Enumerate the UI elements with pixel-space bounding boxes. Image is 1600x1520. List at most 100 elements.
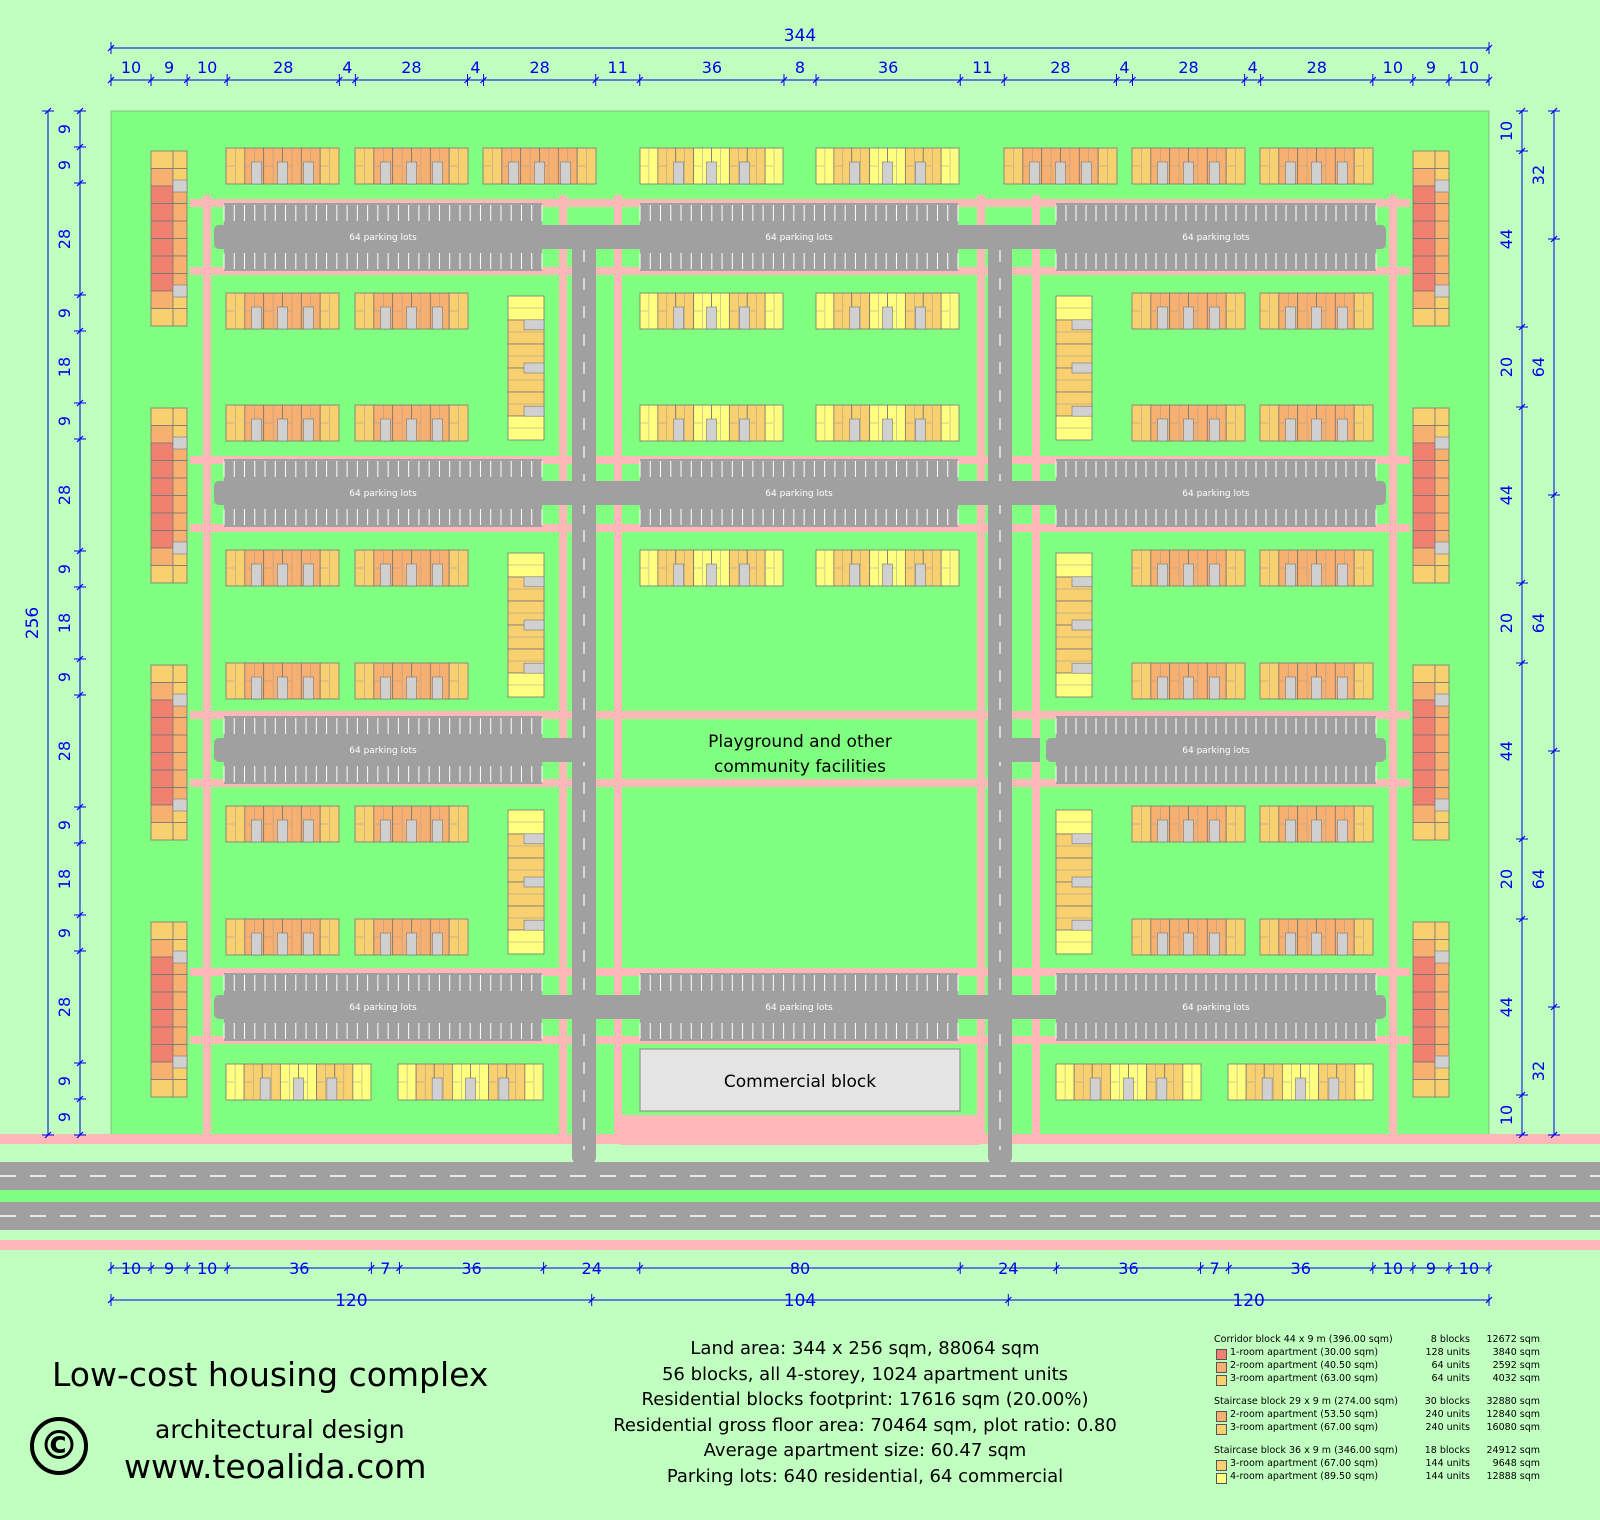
dimension-tick: [1409, 1264, 1417, 1272]
stair-core: [673, 563, 684, 587]
stair-core: [882, 306, 893, 330]
dimension-value: 24: [998, 1259, 1018, 1278]
dimension-tick: [1113, 76, 1120, 84]
dimension-value: 9: [55, 416, 74, 426]
apartment-unit: [150, 530, 174, 549]
apartment-unit: [1434, 769, 1450, 788]
stair-core: [380, 932, 391, 956]
stair-core: [706, 563, 717, 587]
residential-block: [354, 662, 469, 700]
dimension-tick: [956, 1264, 964, 1272]
stat-blocks: 56 blocks, all 4-storey, 1024 apartment …: [661, 1363, 1069, 1385]
stair-core: [915, 563, 926, 587]
dimension-tick: [464, 76, 471, 84]
residential-block: [815, 292, 960, 330]
stair-core: [523, 576, 545, 588]
dimension-value: 9: [55, 1112, 74, 1122]
stair-core: [303, 161, 314, 185]
residential-block: [225, 147, 340, 185]
corridor-block: [1412, 407, 1450, 584]
apartment-unit: [150, 664, 174, 683]
apartment-unit: [150, 717, 174, 736]
parking-aisle: [214, 481, 552, 505]
stair-core: [1081, 161, 1092, 185]
apartment-unit: [150, 273, 174, 292]
legend-count: 64 units: [1431, 1373, 1470, 1384]
dimension-tick: [1445, 1264, 1453, 1272]
dimension-value: 24: [582, 1259, 602, 1278]
legend-swatch: [1216, 1424, 1227, 1435]
dimension-value: 10: [1459, 58, 1479, 77]
dimension-tick: [76, 803, 84, 811]
dimension-tick: [1052, 1264, 1060, 1272]
residential-block: [1055, 809, 1093, 955]
legend-block-row: Staircase block 29 x 9 m (274.00 sqm)30 …: [1214, 1396, 1540, 1409]
stair-core: [1029, 161, 1040, 185]
legend-name: Corridor block 44 x 9 m (396.00 sqm): [1214, 1334, 1393, 1345]
parking-aisle: [1046, 225, 1386, 249]
parking-label: 64 parking lots: [765, 489, 833, 499]
community-label-line2: community facilities: [714, 757, 886, 777]
dimension-tick: [812, 76, 820, 84]
apartment-unit: [150, 220, 174, 239]
dimension-value: 36: [878, 58, 898, 77]
apartment-unit: [172, 1009, 188, 1028]
legend-count: 144 units: [1425, 1458, 1470, 1469]
dimension-value: 18: [55, 869, 74, 889]
stair-core: [432, 161, 443, 185]
residential-block: [1131, 404, 1246, 442]
road-link: [545, 738, 595, 762]
dimension-tick: [1518, 1091, 1526, 1099]
apartment-unit: [172, 477, 188, 496]
stair-core: [523, 833, 545, 845]
dimension-value: 36: [1291, 1259, 1311, 1278]
apartment-unit: [1412, 1009, 1436, 1028]
apartment-unit: [150, 203, 174, 222]
stair-core: [882, 418, 893, 442]
stair-core: [915, 161, 926, 185]
apartment-unit: [150, 921, 174, 940]
dimension-value: 9: [164, 58, 174, 77]
stair-core: [706, 161, 717, 185]
apartment-unit: [150, 150, 174, 169]
stair-core: [523, 319, 545, 331]
stair-core: [1337, 418, 1348, 442]
stair-core: [406, 819, 417, 843]
stair-core: [1434, 798, 1450, 812]
stair-core: [1209, 161, 1220, 185]
apartment-unit: [150, 1044, 174, 1063]
residential-block: [1259, 404, 1374, 442]
dimension-value: 256: [23, 607, 43, 639]
stair-core: [1071, 619, 1093, 631]
residential-block: [225, 918, 340, 956]
dimension-value: 44: [1497, 485, 1516, 505]
dimension-value: 120: [1232, 1291, 1264, 1311]
residential-block: [1055, 295, 1093, 441]
parking-label: 64 parking lots: [349, 746, 417, 756]
apartment-unit: [1412, 939, 1436, 958]
stair-core: [172, 693, 188, 707]
dimension-value: 20: [1497, 613, 1516, 633]
stair-core: [534, 161, 545, 185]
stair-core: [1311, 676, 1322, 700]
dimension-value: 10: [121, 1259, 141, 1278]
dimension-tick: [1550, 107, 1558, 115]
residential-block: [225, 662, 340, 700]
stair-core: [406, 161, 417, 185]
stair-core: [172, 950, 188, 964]
dimension-tick: [636, 1264, 644, 1272]
stair-core: [406, 418, 417, 442]
stair-core: [303, 418, 314, 442]
apartment-unit: [1412, 220, 1436, 239]
dimension-value: 9: [55, 124, 74, 134]
stair-core: [1337, 819, 1348, 843]
legend-name: 1-room apartment (30.00 sqm): [1230, 1347, 1379, 1358]
stair-core: [1157, 676, 1168, 700]
apartment-unit: [1412, 956, 1436, 975]
dimension-value: 36: [702, 58, 722, 77]
plaza-pink: [620, 1115, 980, 1145]
website-link[interactable]: www.teoalida.com: [124, 1447, 427, 1486]
stair-core: [1311, 306, 1322, 330]
